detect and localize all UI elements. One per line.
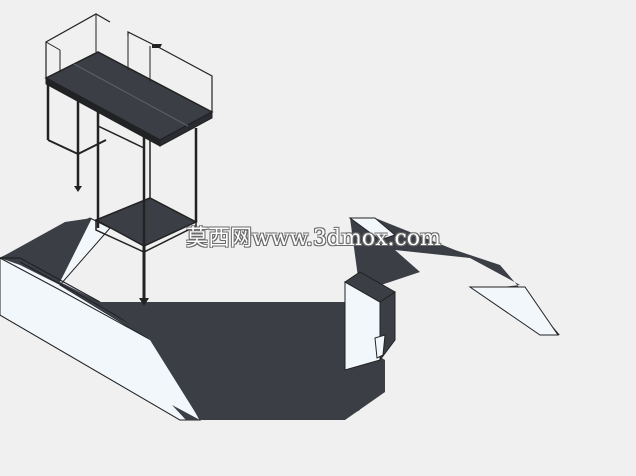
stand-base-edge	[95, 220, 197, 253]
stand-leg-far-left-tip	[74, 186, 82, 192]
glass-frame-handle	[152, 44, 162, 48]
watermark-text: 莫西网www.3dmox.com	[186, 226, 441, 251]
stand-brace-mid	[77, 139, 107, 155]
glass-frame-left	[45, 13, 111, 78]
left-wall-shadow-corner	[172, 405, 200, 420]
stand-pole-tip	[139, 298, 149, 306]
glass-frame-top-left	[45, 41, 61, 51]
right-slab-top-light	[348, 217, 396, 241]
floor-bottom	[100, 302, 385, 420]
stand-shelf-inner-line	[73, 63, 189, 127]
right-box-top	[344, 271, 396, 303]
right-box-notch	[374, 334, 386, 359]
right-wall-light	[468, 286, 559, 336]
stand-brace-left	[47, 139, 79, 155]
floor-spur	[320, 403, 360, 420]
wall-edge-line	[0, 257, 101, 303]
stand-shelf-side	[159, 111, 213, 147]
stand-brace-front	[97, 125, 145, 149]
